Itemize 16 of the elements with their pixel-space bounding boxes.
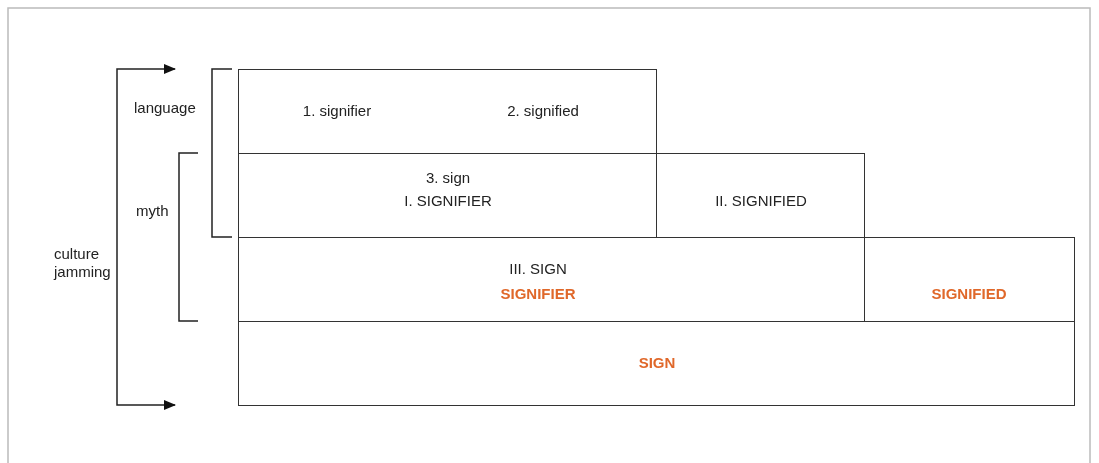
diagram-box	[238, 321, 1075, 406]
term-label: II. SIGNIFIED	[715, 192, 807, 210]
term-label: 1. signifier	[302, 102, 372, 120]
term-label: I. SIGNIFIER	[404, 192, 492, 210]
term-label: SIGN	[638, 354, 676, 372]
level-label: myth	[136, 202, 170, 220]
term-label: SIGNIFIER	[500, 285, 576, 303]
level-label: culture jamming	[54, 245, 112, 281]
term-label: 2. signified	[507, 102, 579, 120]
term-label: III. SIGN	[509, 260, 567, 278]
diagram-box	[656, 153, 865, 238]
term-label: 3. sign	[425, 169, 471, 187]
level-label: language	[134, 99, 197, 117]
diagram-box	[238, 69, 657, 154]
term-label: SIGNIFIED	[931, 285, 1007, 303]
diagram-box	[864, 237, 1075, 322]
